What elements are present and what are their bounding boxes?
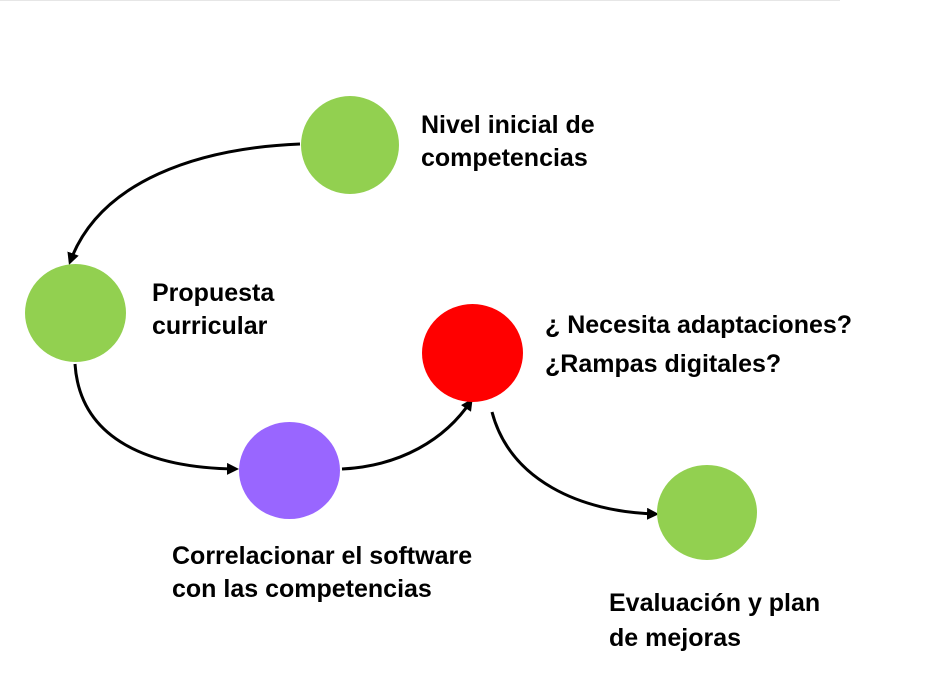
- label-propuesta-curricular: Propuesta curricular: [152, 279, 275, 340]
- node-evaluacion: [657, 465, 757, 560]
- node-nivel-inicial: [301, 96, 399, 194]
- top-divider: [0, 0, 840, 1]
- arrow-propuesta-to-correlacionar: [73, 363, 239, 475]
- arrow-correlacionar-to-adaptaciones: [341, 398, 473, 471]
- label-nivel-inicial: Nivel inicial de competencias: [421, 111, 595, 172]
- arrow-nivel-to-propuesta: [67, 142, 301, 265]
- label-evaluacion: Evaluación y plan de mejoras: [609, 589, 821, 652]
- node-propuesta-curricular: [25, 264, 126, 362]
- arrow-adaptaciones-to-evaluacion: [490, 411, 659, 520]
- node-correlacionar: [239, 422, 340, 519]
- label-adaptaciones: ¿ Necesita adaptaciones? ¿Rampas digital…: [545, 311, 853, 378]
- label-correlacionar: Correlacionar el software con las compet…: [172, 542, 473, 603]
- node-adaptaciones: [422, 304, 523, 402]
